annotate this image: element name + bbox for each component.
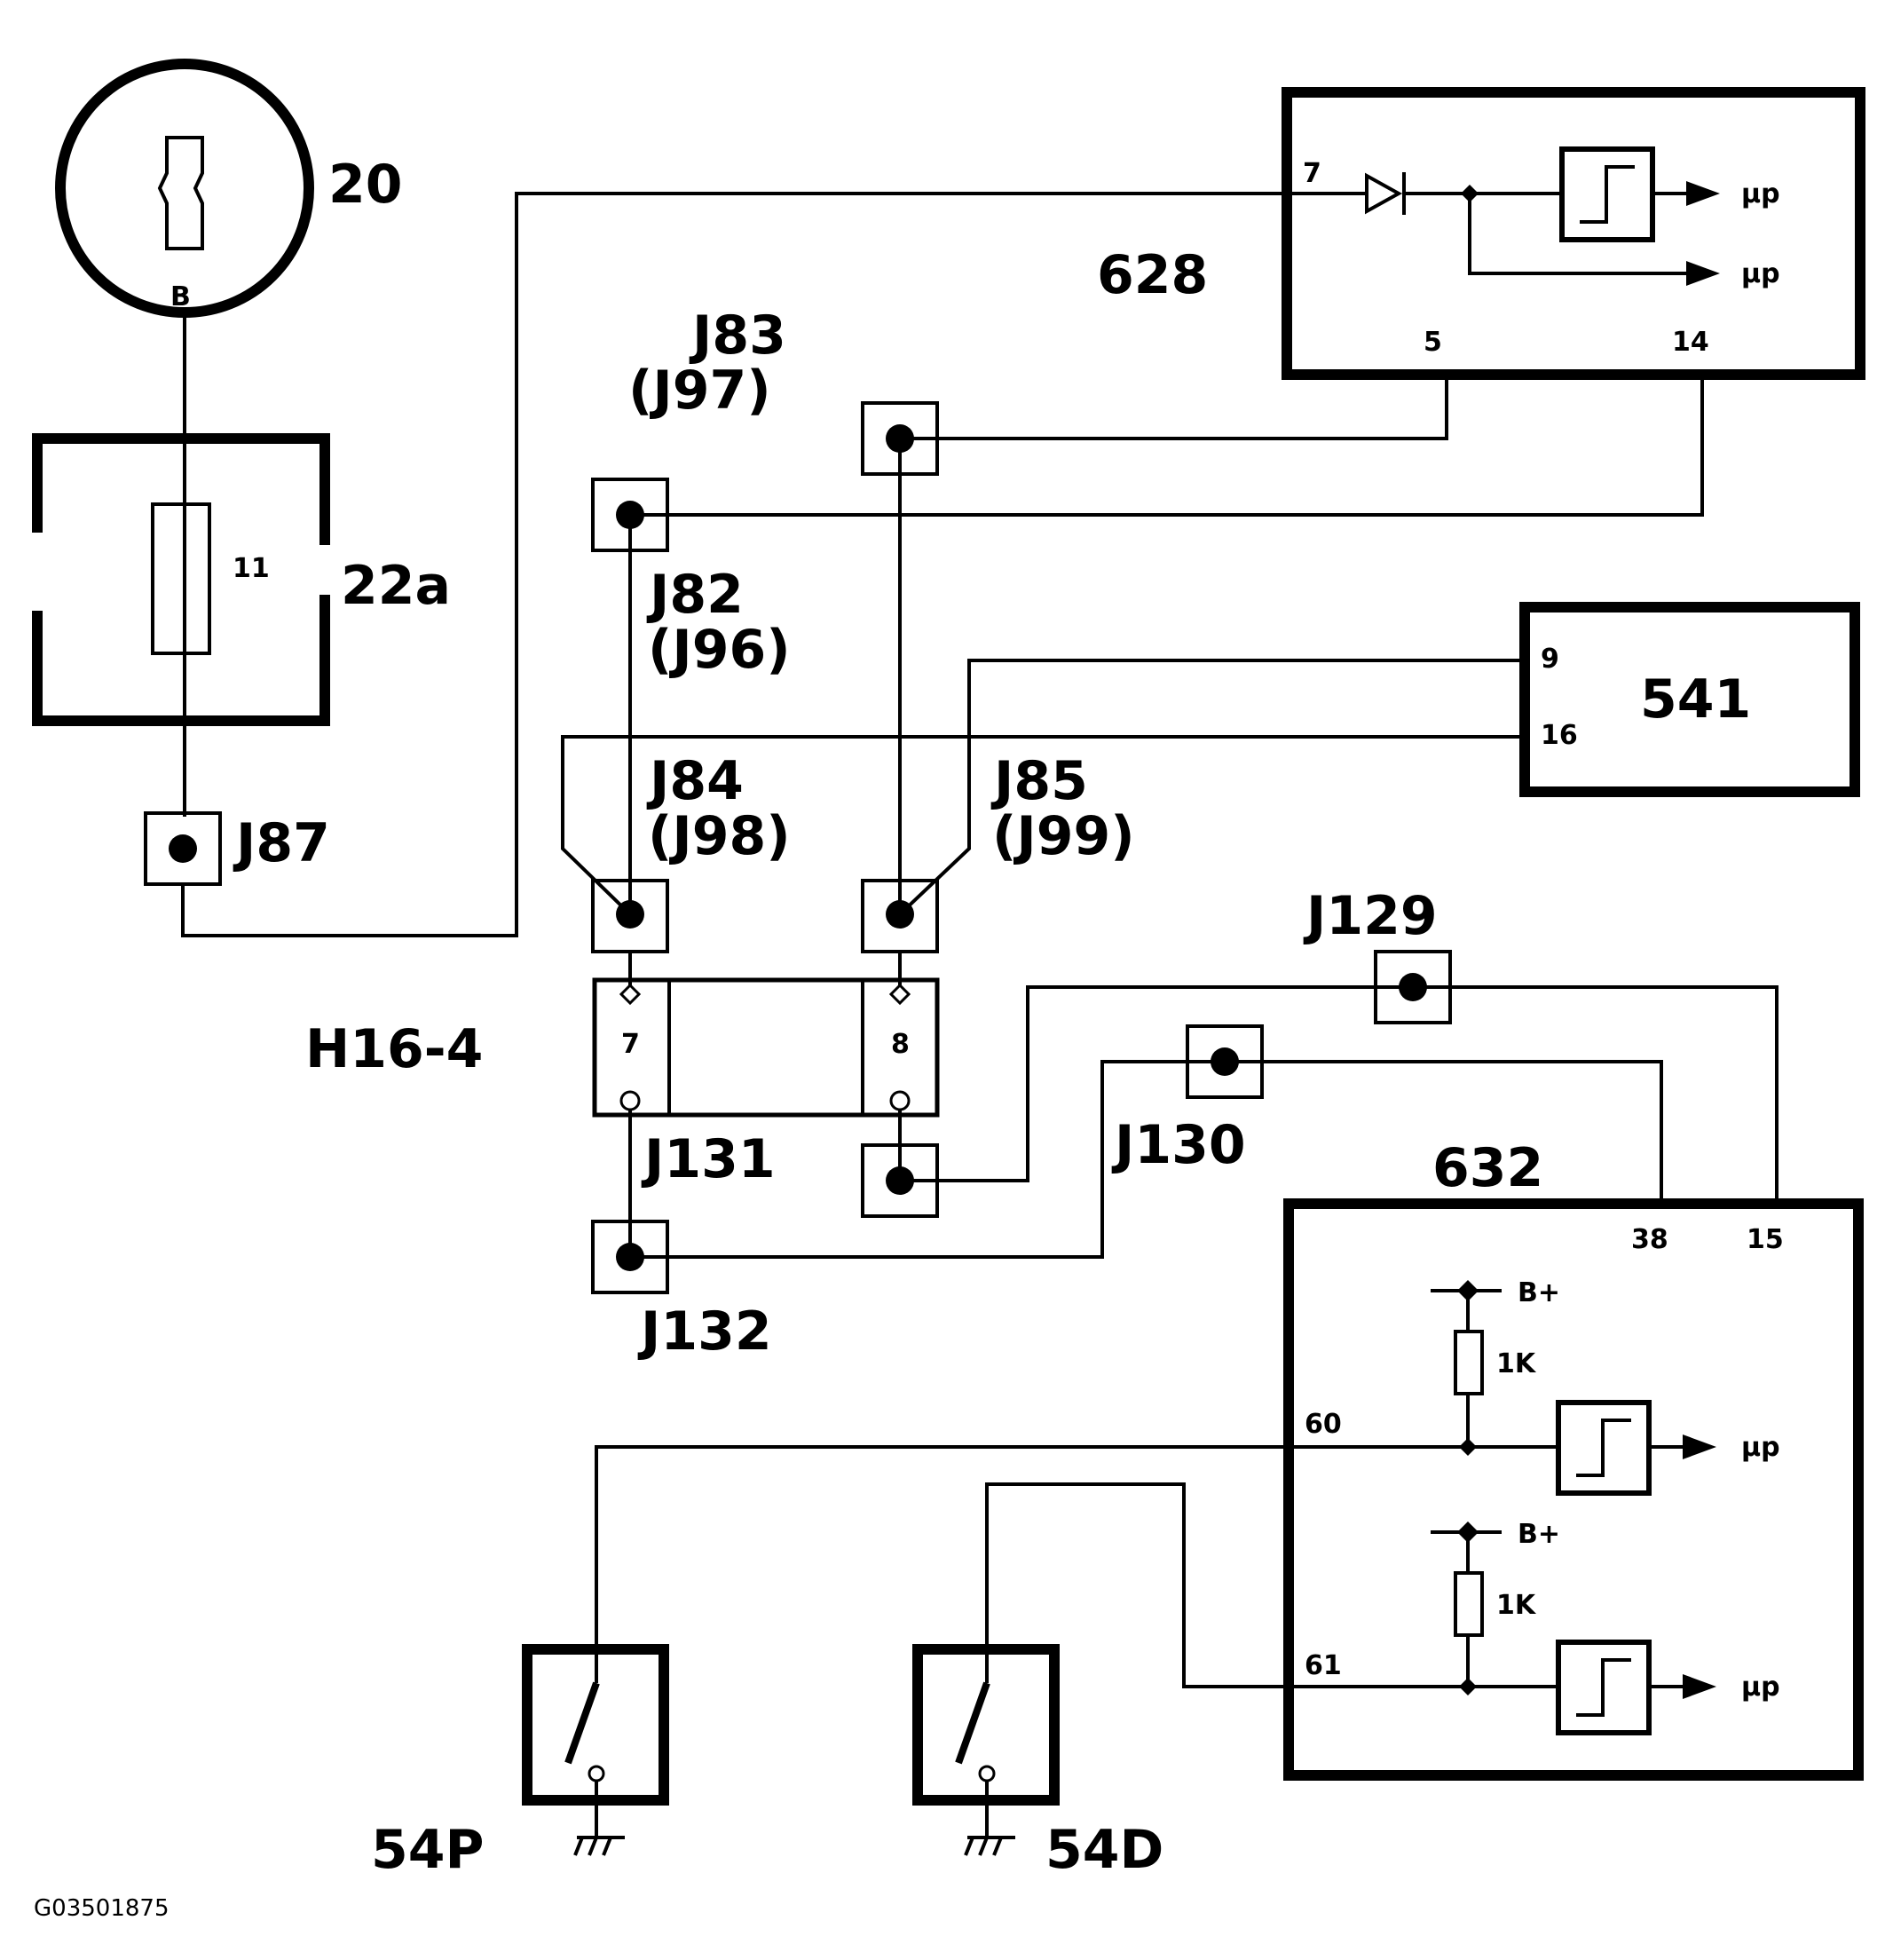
arrow-icon [1686, 261, 1720, 286]
splice-j132-label: J132 [637, 1300, 772, 1363]
bplus-label-1: B+ [1518, 1277, 1560, 1308]
wire-j87-to-628 [181, 192, 1305, 937]
module-632-pin-15: 15 [1747, 1224, 1784, 1255]
switch-terminal-label: B [170, 281, 191, 312]
switch-54p: 54P [371, 1644, 669, 1881]
module-541-pin-9: 9 [1541, 644, 1559, 675]
splice-j83-label: J83 [689, 304, 786, 367]
arrow-icon [1686, 181, 1720, 206]
wire-628-pin14 [630, 375, 1704, 517]
resistor-label-2: 1K [1496, 1590, 1537, 1621]
module-628-pin-5: 5 [1424, 327, 1442, 358]
splice-j85-label: J85 [990, 750, 1088, 812]
module-541-label: 541 [1640, 668, 1751, 731]
up-label-1: µp [1741, 178, 1780, 209]
splice-j130-label: J130 [1111, 1114, 1246, 1176]
module-632-label: 632 [1432, 1137, 1543, 1199]
splice-j87-label: J87 [233, 812, 330, 874]
bplus-label-2: B+ [1518, 1519, 1560, 1550]
h16-pin-8: 8 [891, 1029, 910, 1060]
wire-632-pin60-54p [595, 1445, 1558, 1669]
splice-j99-label: (J99) [992, 805, 1135, 867]
splice-j132: J132 [591, 1110, 772, 1363]
up-label-2: µp [1741, 258, 1780, 289]
module-628-pin-7: 7 [1303, 158, 1321, 189]
splice-j84: J84 (J98) [591, 750, 791, 953]
up-label-4: µp [1741, 1672, 1780, 1703]
splice-j82-label: J82 [646, 564, 744, 626]
resistor-icon [1454, 1330, 1484, 1395]
switch-54d-label: 54D [1045, 1819, 1163, 1881]
splice-j83: J83 (J97) [628, 304, 939, 476]
splice-j96-label: (J96) [648, 619, 791, 681]
splice-j129-label: J129 [1303, 885, 1438, 947]
splice-j130: J130 [1111, 1024, 1264, 1176]
wire-632-pin61-54d [985, 1482, 1558, 1688]
fuse-box: 11 22a [32, 433, 451, 726]
module-541-pin-16: 16 [1541, 720, 1578, 751]
module-541: 9 16 541 [1519, 602, 1860, 797]
module-628-pin-14: 14 [1672, 327, 1709, 358]
module-632-pin-61: 61 [1305, 1650, 1342, 1681]
switch-54p-label: 54P [371, 1819, 484, 1881]
module-632: 38 15 60 B+ 1K µp 61 B+ 1K µp [1283, 1198, 1864, 1781]
module-632-pin-38: 38 [1631, 1224, 1668, 1255]
figure-code: G03501875 [34, 1895, 169, 1922]
connector-h16-4-label: H16-4 [305, 1018, 483, 1080]
splice-j87: J87 [144, 811, 330, 886]
ignition-switch: B 20 [55, 59, 403, 318]
splice-j85: J85 (J99) [861, 750, 1135, 953]
wire-j129-632-pin15 [1413, 985, 1779, 1200]
splice-j129: J129 [1303, 885, 1452, 1024]
splice-j82: J82 (J96) [591, 478, 791, 681]
ignition-switch-label: 20 [328, 154, 403, 216]
splice-j98-label: (J98) [648, 805, 791, 867]
splice-j97-label: (J97) [628, 360, 771, 422]
splice-j131: J131 [641, 1110, 939, 1218]
module-632-pin-60: 60 [1305, 1409, 1342, 1440]
diode-icon [1365, 172, 1403, 215]
resistor-icon [1454, 1571, 1484, 1637]
switch-54d: 54D [912, 1644, 1163, 1881]
connector-h16-4: 7 8 [592, 952, 940, 1118]
wire-j130-632-pin38 [1225, 1060, 1663, 1200]
splice-j131-label: J131 [641, 1128, 776, 1190]
arrow-icon [1683, 1434, 1716, 1459]
module-628: 7 µp µp 5 14 [1282, 87, 1865, 380]
wire-628-pin5 [900, 375, 1448, 440]
fuse-number-label: 11 [233, 553, 270, 584]
wire-j131-j129 [900, 985, 1413, 1182]
module-628-label: 628 [1097, 244, 1208, 306]
up-label-3: µp [1741, 1432, 1780, 1463]
resistor-label-1: 1K [1496, 1348, 1537, 1379]
fuse-box-label: 22a [341, 555, 451, 617]
h16-pin-7: 7 [621, 1029, 640, 1060]
arrow-icon [1683, 1674, 1716, 1699]
wire-j132-j130 [630, 1060, 1225, 1259]
fuse-element [151, 502, 211, 655]
splice-j84-label: J84 [646, 750, 744, 812]
